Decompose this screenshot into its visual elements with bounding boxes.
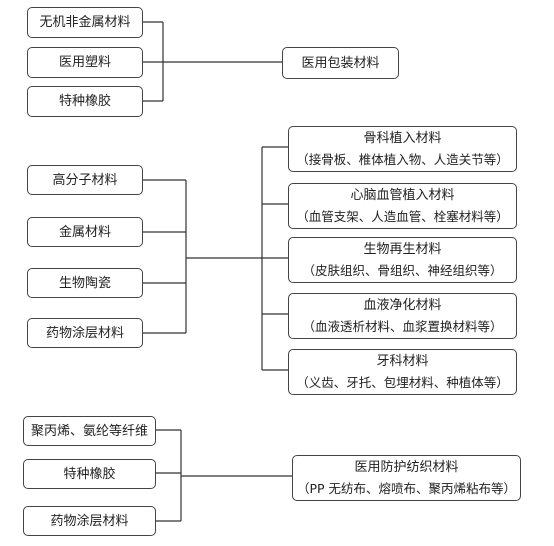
box-label: 高分子材料 [52,172,118,188]
box-label: 无机非金属材料 [39,15,131,30]
output-medical-packaging: 医用包装材料 [282,47,399,79]
input-drug-coating: 药物涂层材料 [27,318,143,348]
box-detail: （接骨板、椎体植入物、人造关节等） [296,152,509,167]
box-label: 药物涂层材料 [45,325,124,341]
output-protective-textile: 医用防护纺织材料 （PP 无纺布、熔喷布、聚丙烯粘布等） [292,455,521,501]
input-metal: 金属材料 [27,217,143,247]
box-label: 聚丙烯、氨纶等纤维 [30,423,148,439]
output-bio-regenerative: 生物再生材料 （皮肤组织、骨组织、神经组织等） [288,237,517,283]
box-label: 特种橡胶 [63,466,116,482]
input-fiber: 聚丙烯、氨纶等纤维 [23,416,156,446]
box-title: 骨科植入材料 [363,131,442,146]
input-special-rubber-2: 特种橡胶 [23,459,156,489]
input-bioceramic: 生物陶瓷 [27,268,143,298]
output-cardio-implant: 心脑血管植入材料 （血管支架、人造血管、栓塞材料等） [288,183,517,229]
box-detail: （血管支架、人造血管、栓塞材料等） [296,209,509,224]
box-title: 医用防护纺织材料 [354,460,459,475]
box-label: 医用塑料 [58,55,111,70]
box-title: 心脑血管植入材料 [350,188,455,203]
output-dental: 牙科材料 （义齿、牙托、包埋材料、种植体等） [288,349,517,395]
box-label: 医用包装材料 [301,55,380,71]
output-orthopedic-implant: 骨科植入材料 （接骨板、椎体植入物、人造关节等） [288,126,517,172]
box-label: 特种橡胶 [58,94,111,109]
box-label: 金属材料 [58,224,111,240]
output-blood-purification: 血液净化材料 （血液透析材料、血浆置换材料等） [288,293,517,339]
box-detail: （义齿、牙托、包埋材料、种植体等） [296,375,509,390]
box-title: 生物再生材料 [363,242,442,257]
box-title: 血液净化材料 [363,298,442,313]
input-medical-plastic: 医用塑料 [27,47,143,78]
input-drug-coating-2: 药物涂层材料 [23,506,156,536]
input-polymer: 高分子材料 [27,165,143,195]
box-detail: （皮肤组织、骨组织、神经组织等） [302,263,503,278]
box-detail: （PP 无纺布、熔喷布、聚丙烯粘布等） [296,481,517,496]
input-inorganic-nonmetal: 无机非金属材料 [27,7,143,38]
box-title: 牙科材料 [376,354,429,369]
input-special-rubber: 特种橡胶 [27,86,143,117]
box-label: 生物陶瓷 [58,275,111,291]
box-detail: （血液透析材料、血浆置换材料等） [302,319,503,334]
box-label: 药物涂层材料 [50,513,129,529]
